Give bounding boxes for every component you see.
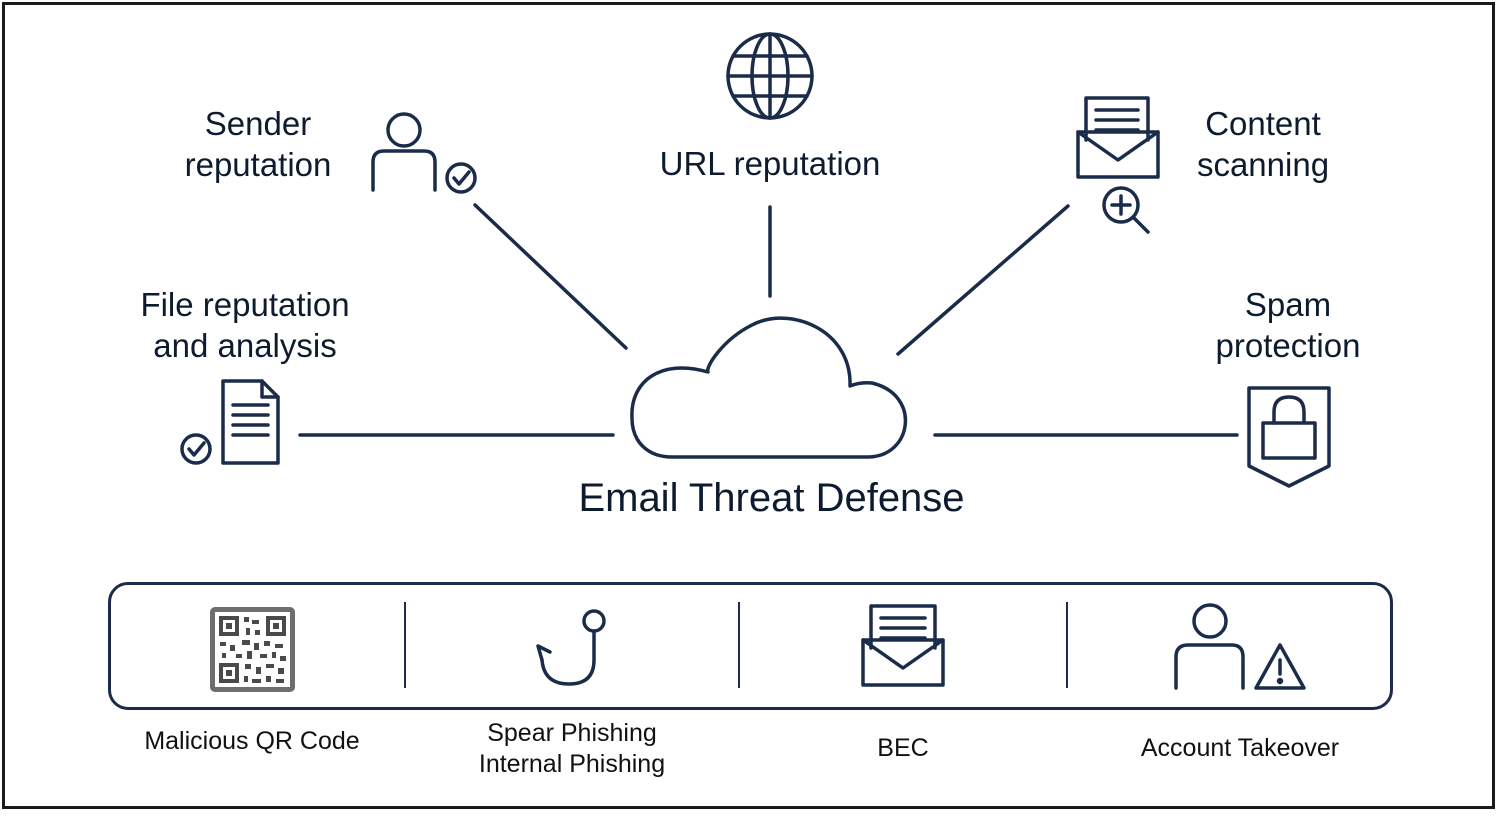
feature-label-content: Content scanning — [1196, 105, 1330, 183]
fishing-hook-icon — [536, 609, 606, 686]
cloud-icon — [630, 316, 908, 459]
user-warning-icon — [1174, 603, 1306, 690]
threat-label-phishing: Spear Phishing Internal Phishing — [478, 719, 666, 778]
feature-label-file: File reputation and analysis — [140, 286, 350, 364]
center-label: Email Threat Defense — [578, 476, 965, 520]
threat-label-takeover: Account Takeover — [1140, 734, 1340, 762]
globe-icon — [726, 32, 814, 120]
envelope-icon — [861, 604, 945, 687]
feature-label-sender: Sender reputation — [184, 105, 332, 183]
threat-divider — [738, 602, 740, 688]
connector-content — [896, 204, 1070, 356]
threat-label-qr: Malicious QR Code — [144, 727, 360, 755]
feature-label-spam: Spam protection — [1215, 286, 1361, 364]
feature-label-url: URL reputation — [659, 145, 881, 182]
qr-code-icon — [210, 607, 295, 692]
threat-divider — [404, 602, 406, 688]
document-check-icon — [180, 379, 280, 465]
user-check-icon — [371, 112, 477, 194]
connector-sender — [473, 203, 628, 350]
shield-lock-icon — [1247, 386, 1331, 488]
threat-divider — [1066, 602, 1068, 688]
threats-panel — [108, 582, 1393, 710]
envelope-search-icon — [1076, 96, 1160, 234]
threat-label-bec: BEC — [877, 734, 929, 762]
